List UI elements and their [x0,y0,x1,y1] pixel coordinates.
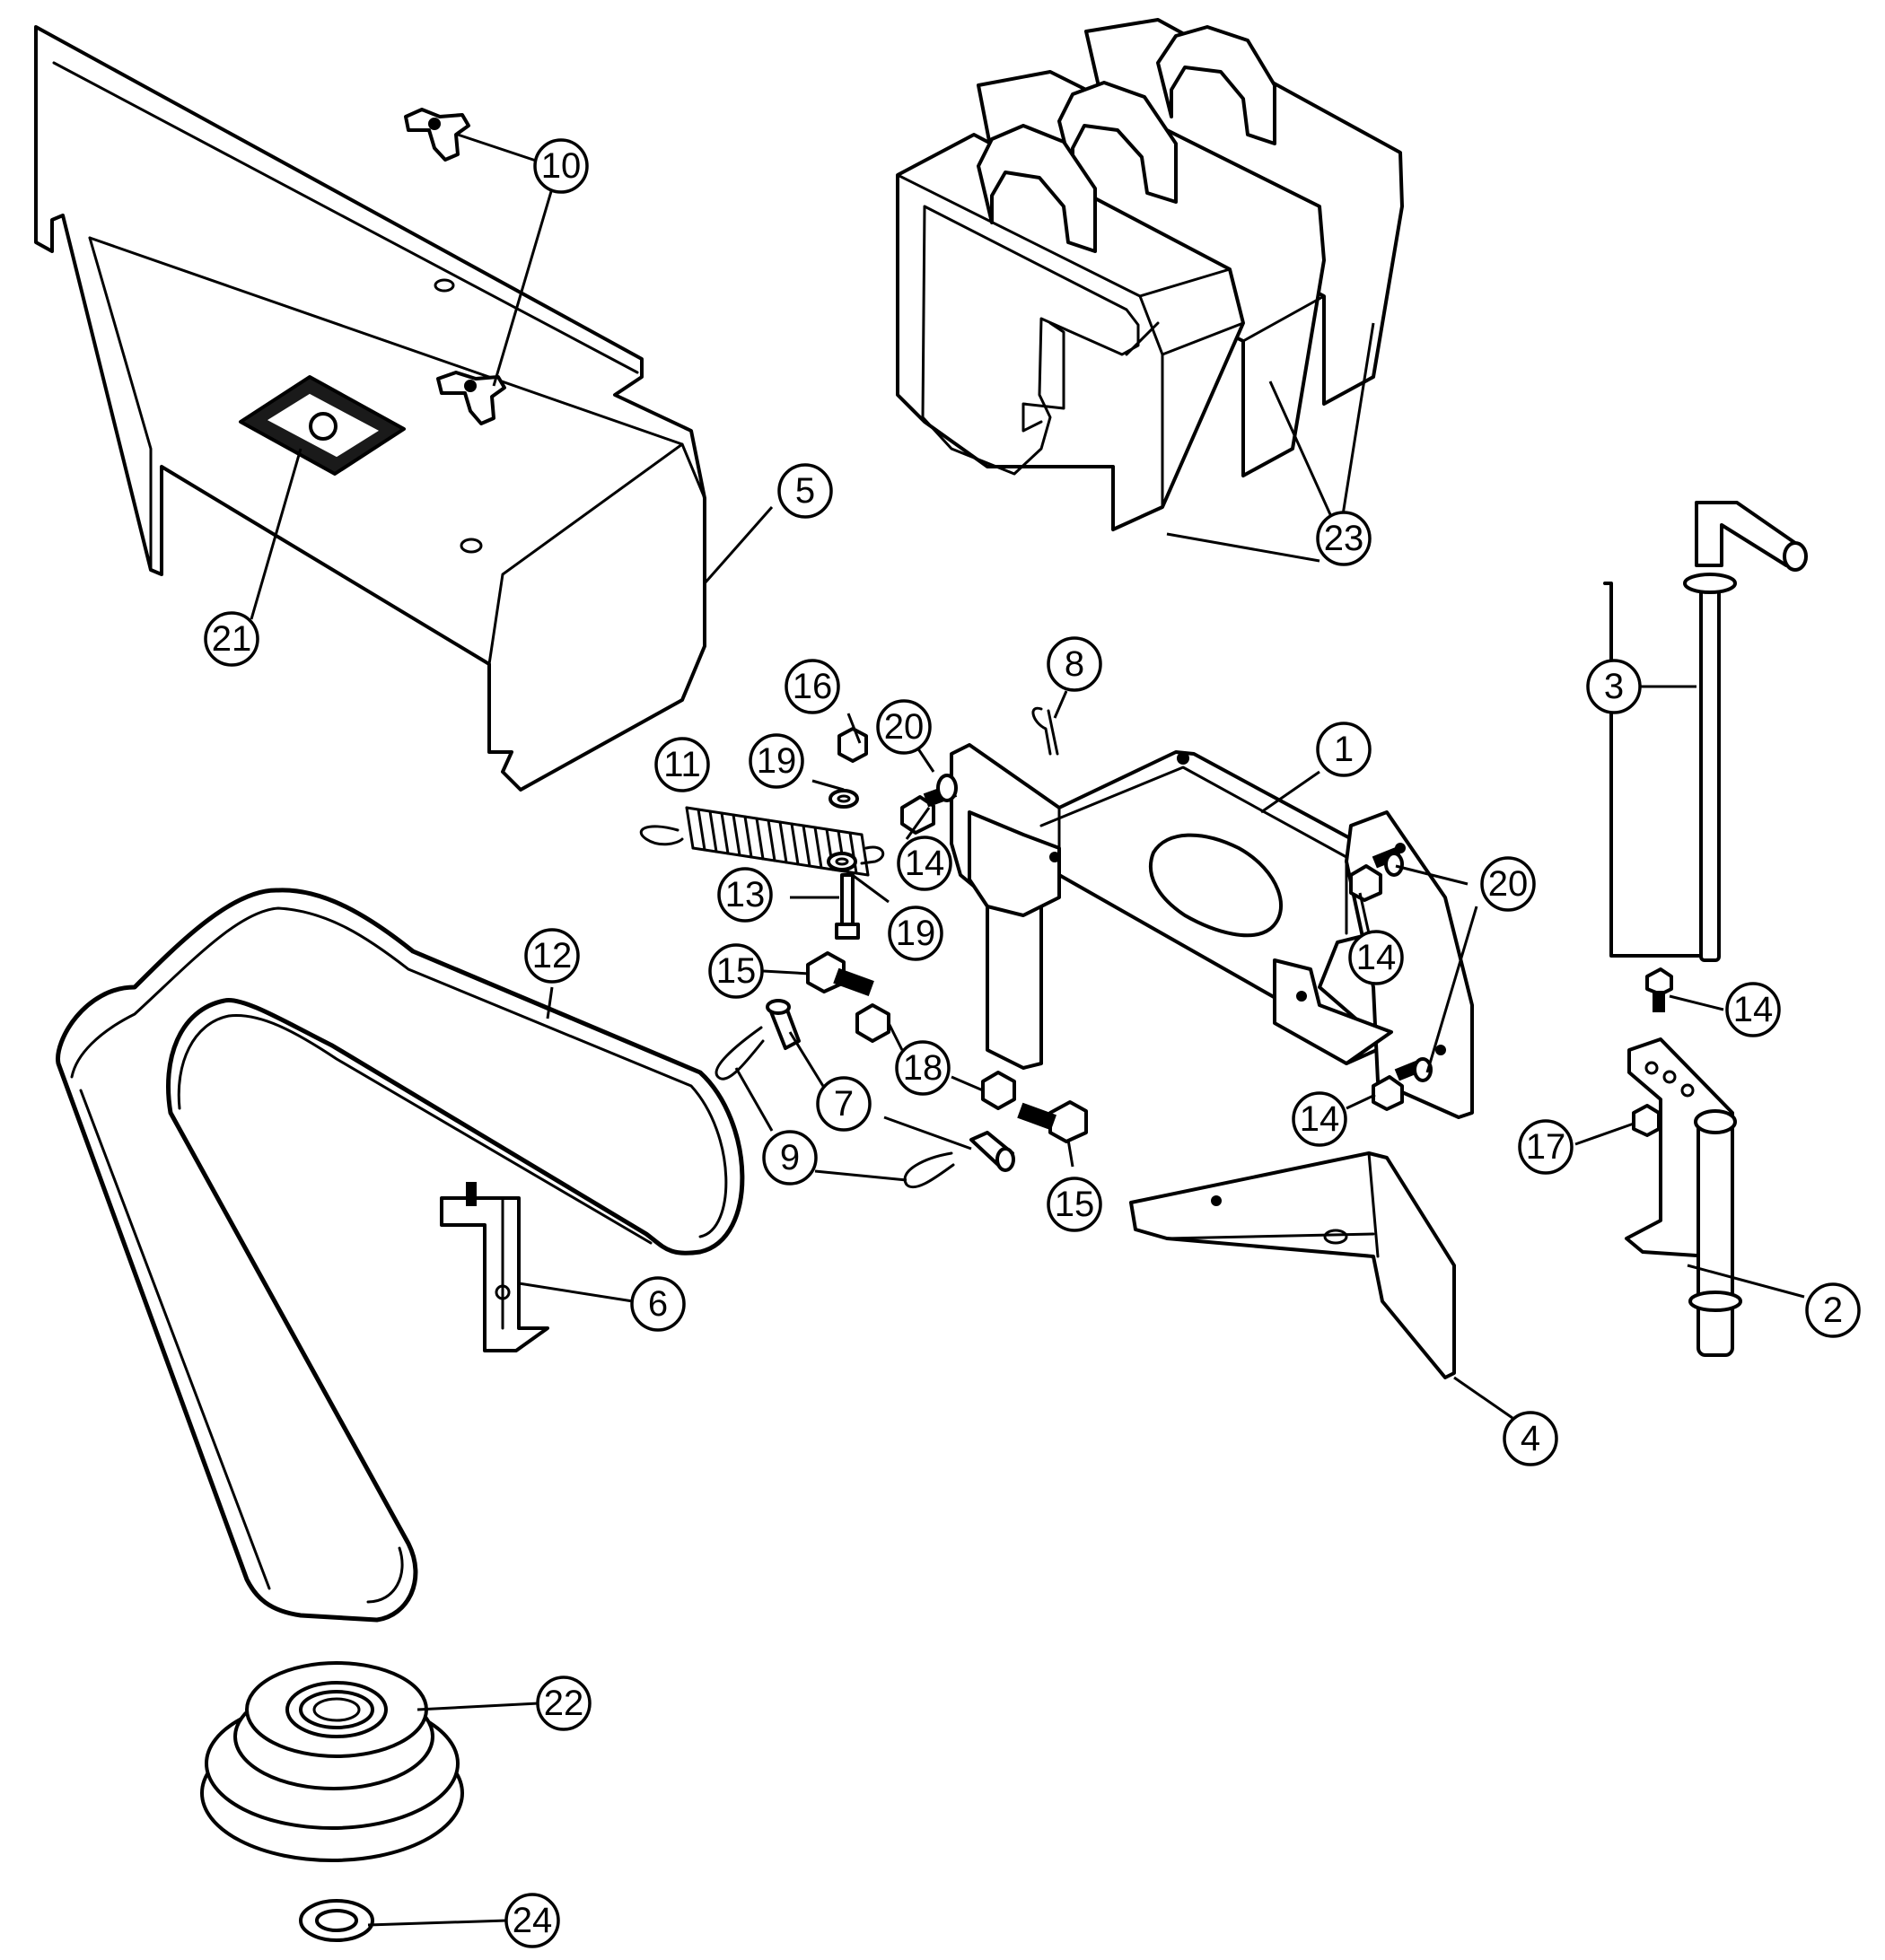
callout-17: 17 [1518,1119,1574,1175]
callout-18-label: 18 [903,1048,943,1088]
callout-22-label: 22 [544,1684,584,1723]
callout-24: 24 [504,1893,560,1948]
decal-plate-icon [239,375,406,476]
callout-15b-label: 15 [1055,1185,1095,1224]
callout-14d-label: 14 [1300,1099,1340,1139]
callout-14c: 14 [1725,982,1781,1037]
callout-9: 9 [762,1130,818,1186]
callout-19b: 19 [888,906,943,961]
callout-20b: 20 [1480,856,1536,912]
pivot-bracket-icon [1625,1037,1742,1357]
callout-14a: 14 [897,836,952,891]
mounting-bracket-icon [950,743,1474,1119]
callout-19a-label: 19 [757,741,797,781]
wing-knob-icon [404,108,506,425]
callout-11-label: 11 [663,745,701,784]
callout-7-label: 7 [834,1084,854,1124]
callout-12-label: 12 [532,936,573,976]
callout-8: 8 [1047,636,1102,692]
callout-14c-label: 14 [1733,990,1774,1029]
callout-15a: 15 [708,943,764,999]
callout-7: 7 [816,1076,872,1132]
belt-guide-icon [440,1182,549,1352]
callout-14a-label: 14 [905,844,945,883]
callout-21-label: 21 [212,619,252,659]
callout-4: 4 [1503,1411,1558,1466]
callout-15b: 15 [1047,1177,1102,1232]
callout-19a: 19 [749,733,804,789]
flat-washer-icon [299,1899,374,1942]
angle-bracket-icon [1129,1151,1456,1379]
callout-6-label: 6 [648,1284,668,1324]
callout-16-label: 16 [793,667,833,706]
callout-13: 13 [717,867,773,923]
callout-2: 2 [1805,1282,1861,1338]
callout-8-label: 8 [1065,644,1084,684]
callout-2-label: 2 [1823,1291,1843,1330]
bolt-nut-pin-icon [715,706,1673,1189]
callout-23: 23 [1316,511,1372,566]
belt-guard-cover-icon [34,25,706,792]
callout-22: 22 [536,1676,592,1731]
v-belt-icon [56,888,745,1623]
callout-21: 21 [204,611,259,667]
callout-12: 12 [524,928,580,984]
callout-3-label: 3 [1604,667,1624,706]
callout-14b-label: 14 [1356,938,1397,977]
callout-6: 6 [630,1276,686,1332]
callout-24-label: 24 [513,1901,553,1940]
callout-3: 3 [1586,659,1642,714]
double-pulley-icon [200,1661,464,1862]
callout-23-label: 23 [1324,519,1364,558]
callout-14d: 14 [1292,1091,1347,1147]
callout-5: 5 [777,463,833,519]
callout-11: 11 [654,737,710,792]
callout-4-label: 4 [1521,1419,1540,1458]
callout-20a-label: 20 [884,707,925,747]
l-handle-rod-icon [1603,501,1808,962]
callout-1: 1 [1316,722,1372,777]
callout-10: 10 [533,138,589,194]
callout-16: 16 [785,659,840,714]
extension-spring-icon [639,806,885,877]
callout-14b: 14 [1348,930,1404,985]
callout-15a-label: 15 [716,951,757,991]
callout-10-label: 10 [541,146,582,186]
callout-20b-label: 20 [1488,864,1529,904]
callout-18: 18 [895,1040,951,1096]
callout-20a: 20 [876,699,932,755]
callout-17-label: 17 [1526,1127,1566,1167]
callout-19b-label: 19 [896,914,936,953]
callout-leader-lines [250,133,1805,1927]
callout-1-label: 1 [1334,730,1354,769]
stacked-weights-icon [896,18,1404,531]
callout-9-label: 9 [780,1138,800,1177]
callout-5-label: 5 [795,471,815,511]
callout-13-label: 13 [725,875,766,914]
